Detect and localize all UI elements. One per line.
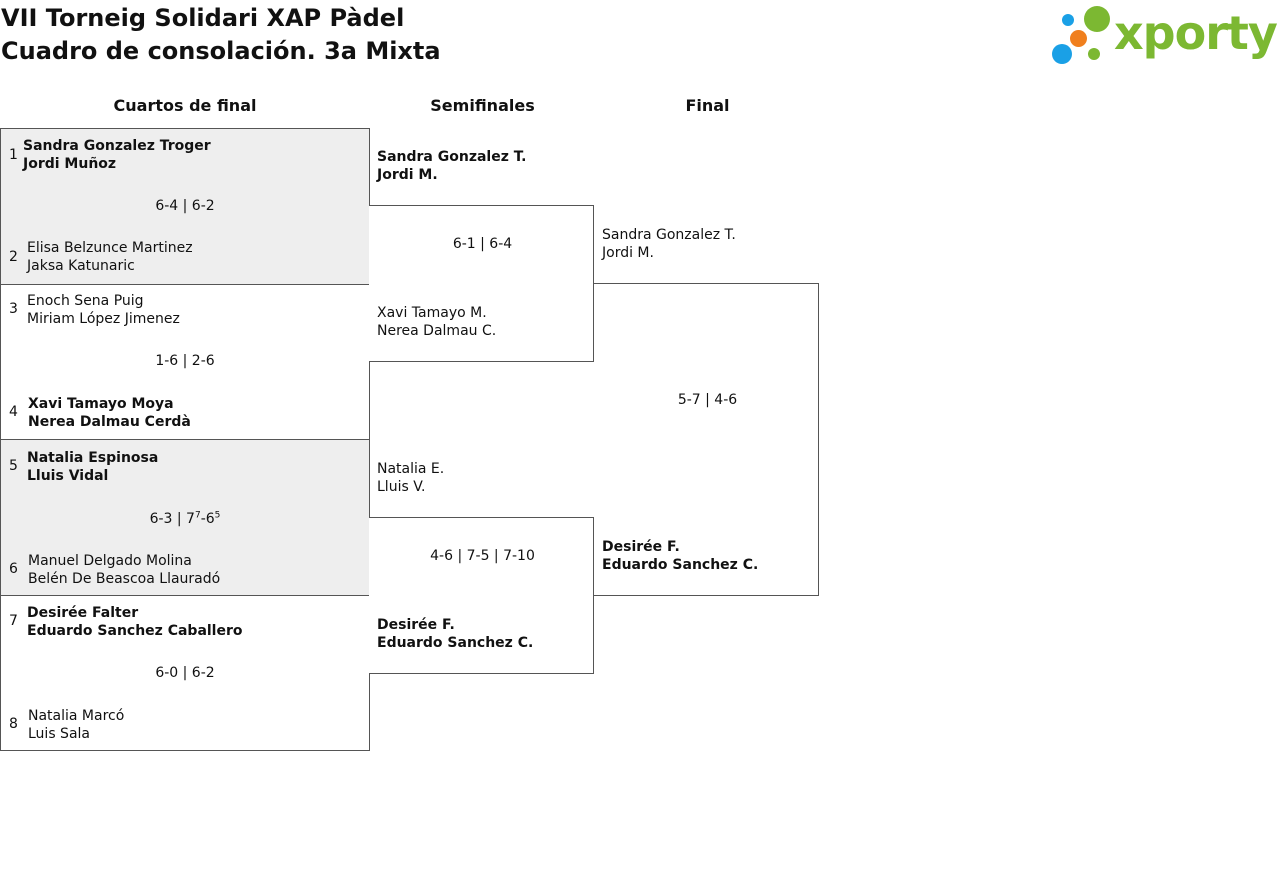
round-header-semifinals: Semifinales: [430, 96, 535, 115]
player-name: Jordi M.: [377, 167, 438, 183]
player-name: Desirée F.: [377, 617, 455, 633]
player-name: Lluis Vidal: [27, 468, 109, 484]
seed-number: 3: [9, 301, 18, 317]
round-header-final: Final: [685, 96, 730, 115]
logo-wordmark: xporty: [1114, 6, 1278, 60]
player-name: Belén De Beascoa Llauradó: [28, 571, 221, 587]
tiebreak-score: 7: [194, 510, 201, 521]
team-winner: Desirée F. Eduardo Sanchez C.: [377, 616, 533, 652]
player-name: Nerea Dalmau C.: [377, 323, 497, 339]
team-winner: Desirée F. Eduardo Sanchez C.: [602, 538, 758, 574]
team-loser: Sandra Gonzalez T. Jordi M.: [602, 226, 736, 262]
semifinal-match-1[interactable]: [369, 205, 594, 362]
player-name: Jordi Muñoz: [23, 156, 117, 172]
team-winner: Sandra Gonzalez Troger Jordi Muñoz: [23, 137, 211, 173]
team-loser: Natalia E. Lluis V.: [377, 460, 444, 496]
xporty-logo[interactable]: xporty: [1050, 4, 1278, 68]
seed-number: 1: [9, 147, 18, 163]
semifinal-match-2[interactable]: [369, 517, 594, 674]
tiebreak-score: 5: [214, 510, 221, 521]
player-name: Miriam López Jimenez: [27, 311, 180, 327]
team-winner: Natalia Espinosa Lluis Vidal: [27, 449, 158, 485]
logo-dot-green-small: [1088, 48, 1100, 60]
team-loser: Elisa Belzunce Martinez Jaksa Katunaric: [27, 239, 193, 275]
quarterfinal-match-4[interactable]: 7 Desirée Falter Eduardo Sanchez Caballe…: [0, 595, 370, 751]
player-name: Eduardo Sanchez C.: [377, 635, 534, 651]
draw-subtitle: Cuadro de consolación. 3a Mixta: [1, 37, 441, 65]
page-title: VII Torneig Solidari XAP Pàdel Cuadro de…: [1, 2, 441, 68]
match-score: 6-1 | 6-4: [452, 236, 513, 252]
player-name: Sandra Gonzalez T.: [377, 149, 527, 165]
player-name: Sandra Gonzalez Troger: [23, 138, 211, 154]
team-loser: Manuel Delgado Molina Belén De Beascoa L…: [28, 552, 220, 588]
player-name: Enoch Sena Puig: [27, 293, 144, 309]
match-score: 6-3 | 77-65: [1, 511, 369, 527]
player-name: Jaksa Katunaric: [27, 258, 135, 274]
quarterfinal-match-1[interactable]: 1 Sandra Gonzalez Troger Jordi Muñoz 6-4…: [0, 128, 370, 285]
logo-dot-green: [1084, 6, 1110, 32]
round-header-quarterfinals: Cuartos de final: [113, 96, 257, 115]
player-name: Natalia E.: [377, 461, 445, 477]
logo-dot-orange: [1070, 30, 1087, 47]
seed-number: 4: [9, 404, 18, 420]
final-match[interactable]: [594, 283, 819, 596]
tournament-title: VII Torneig Solidari XAP Pàdel: [1, 4, 405, 32]
logo-dot-blue-small: [1062, 14, 1074, 26]
player-name: Eduardo Sanchez C.: [602, 557, 759, 573]
seed-number: 8: [9, 716, 18, 732]
score-text: -6: [200, 511, 215, 527]
player-name: Natalia Marcó: [28, 708, 125, 724]
seed-number: 2: [9, 249, 18, 265]
player-name: Luis Sala: [28, 726, 90, 742]
team-loser: Natalia Marcó Luis Sala: [28, 707, 124, 743]
team-winner: Desirée Falter Eduardo Sanchez Caballero: [27, 604, 243, 640]
match-score: 1-6 | 2-6: [155, 353, 215, 369]
player-name: Manuel Delgado Molina: [28, 553, 192, 569]
score-text: 6-3 | 7: [149, 511, 195, 527]
player-name: Xavi Tamayo Moya: [28, 396, 174, 412]
player-name: Natalia Espinosa: [27, 450, 159, 466]
team-winner: Xavi Tamayo Moya Nerea Dalmau Cerdà: [28, 395, 191, 431]
team-loser: Enoch Sena Puig Miriam López Jimenez: [27, 292, 180, 328]
quarterfinal-match-2[interactable]: 3 Enoch Sena Puig Miriam López Jimenez 1…: [0, 283, 370, 440]
player-name: Desirée F.: [602, 539, 680, 555]
player-name: Jordi M.: [602, 245, 654, 261]
player-name: Elisa Belzunce Martinez: [27, 240, 193, 256]
seed-number: 7: [9, 613, 18, 629]
seed-number: 6: [9, 561, 18, 577]
player-name: Lluis V.: [377, 479, 426, 495]
player-name: Desirée Falter: [27, 605, 139, 621]
quarterfinal-match-3[interactable]: 5 Natalia Espinosa Lluis Vidal 6-3 | 77-…: [0, 439, 370, 596]
match-score: 5-7 | 4-6: [677, 392, 738, 408]
team-loser: Xavi Tamayo M. Nerea Dalmau C.: [377, 304, 496, 340]
team-winner: Sandra Gonzalez T. Jordi M.: [377, 148, 526, 184]
player-name: Eduardo Sanchez Caballero: [27, 623, 243, 639]
logo-dot-blue: [1052, 44, 1072, 64]
player-name: Nerea Dalmau Cerdà: [28, 414, 191, 430]
match-score: 6-0 | 6-2: [155, 665, 215, 681]
player-name: Xavi Tamayo M.: [377, 305, 487, 321]
seed-number: 5: [9, 458, 18, 474]
player-name: Sandra Gonzalez T.: [602, 227, 736, 243]
match-score: 4-6 | 7-5 | 7-10: [430, 548, 535, 564]
match-score: 6-4 | 6-2: [155, 198, 215, 214]
